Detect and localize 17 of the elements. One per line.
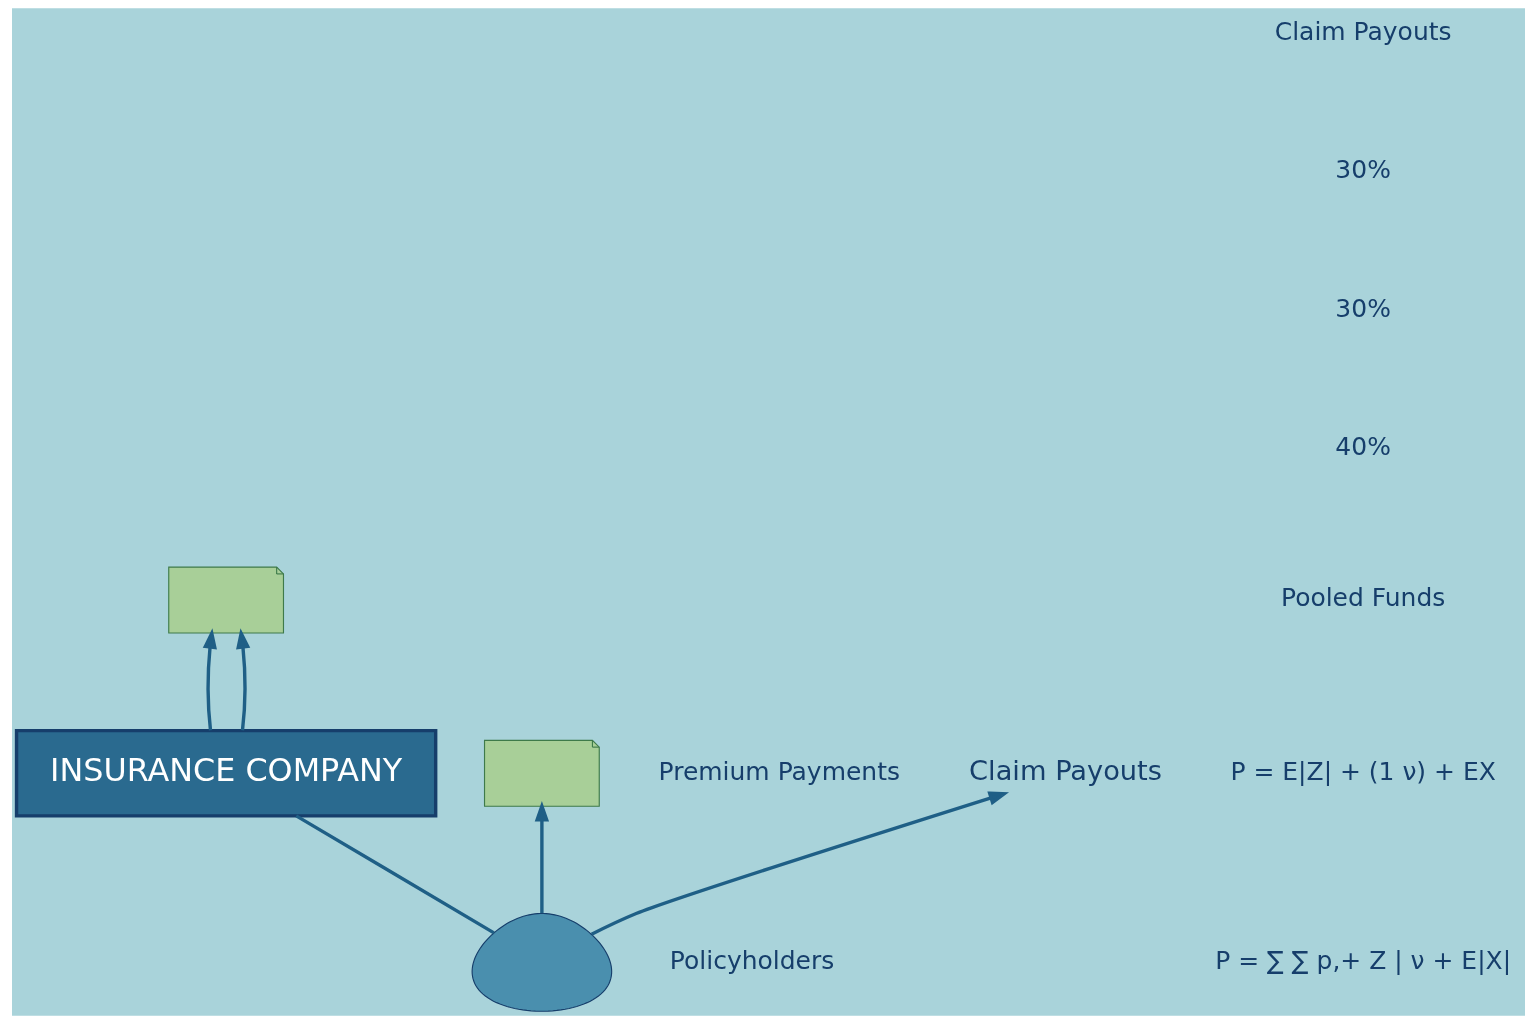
node-box: INSURANCE COMPANY <box>14 728 437 818</box>
label: 40% <box>1334 432 1391 462</box>
node-person <box>471 912 612 1012</box>
label: 30% <box>1334 155 1391 185</box>
connector <box>294 814 495 935</box>
arrow <box>202 628 217 731</box>
arrow <box>590 791 1009 936</box>
label: Claim Payouts <box>1274 16 1452 46</box>
label: P = E|Z| + (1 ν) + EX <box>1230 756 1496 786</box>
label: Pooled Funds <box>1280 583 1445 613</box>
label: P = ∑ ∑ p,+ Z | ν + E|X| <box>1214 945 1511 975</box>
node-text: Claim Payouts <box>968 755 1162 787</box>
arrow <box>235 628 250 731</box>
label: 30% <box>1334 293 1391 323</box>
node-label: Policyholders <box>669 945 834 975</box>
arrow <box>534 801 549 914</box>
node-label: Premium Payments <box>658 756 900 786</box>
